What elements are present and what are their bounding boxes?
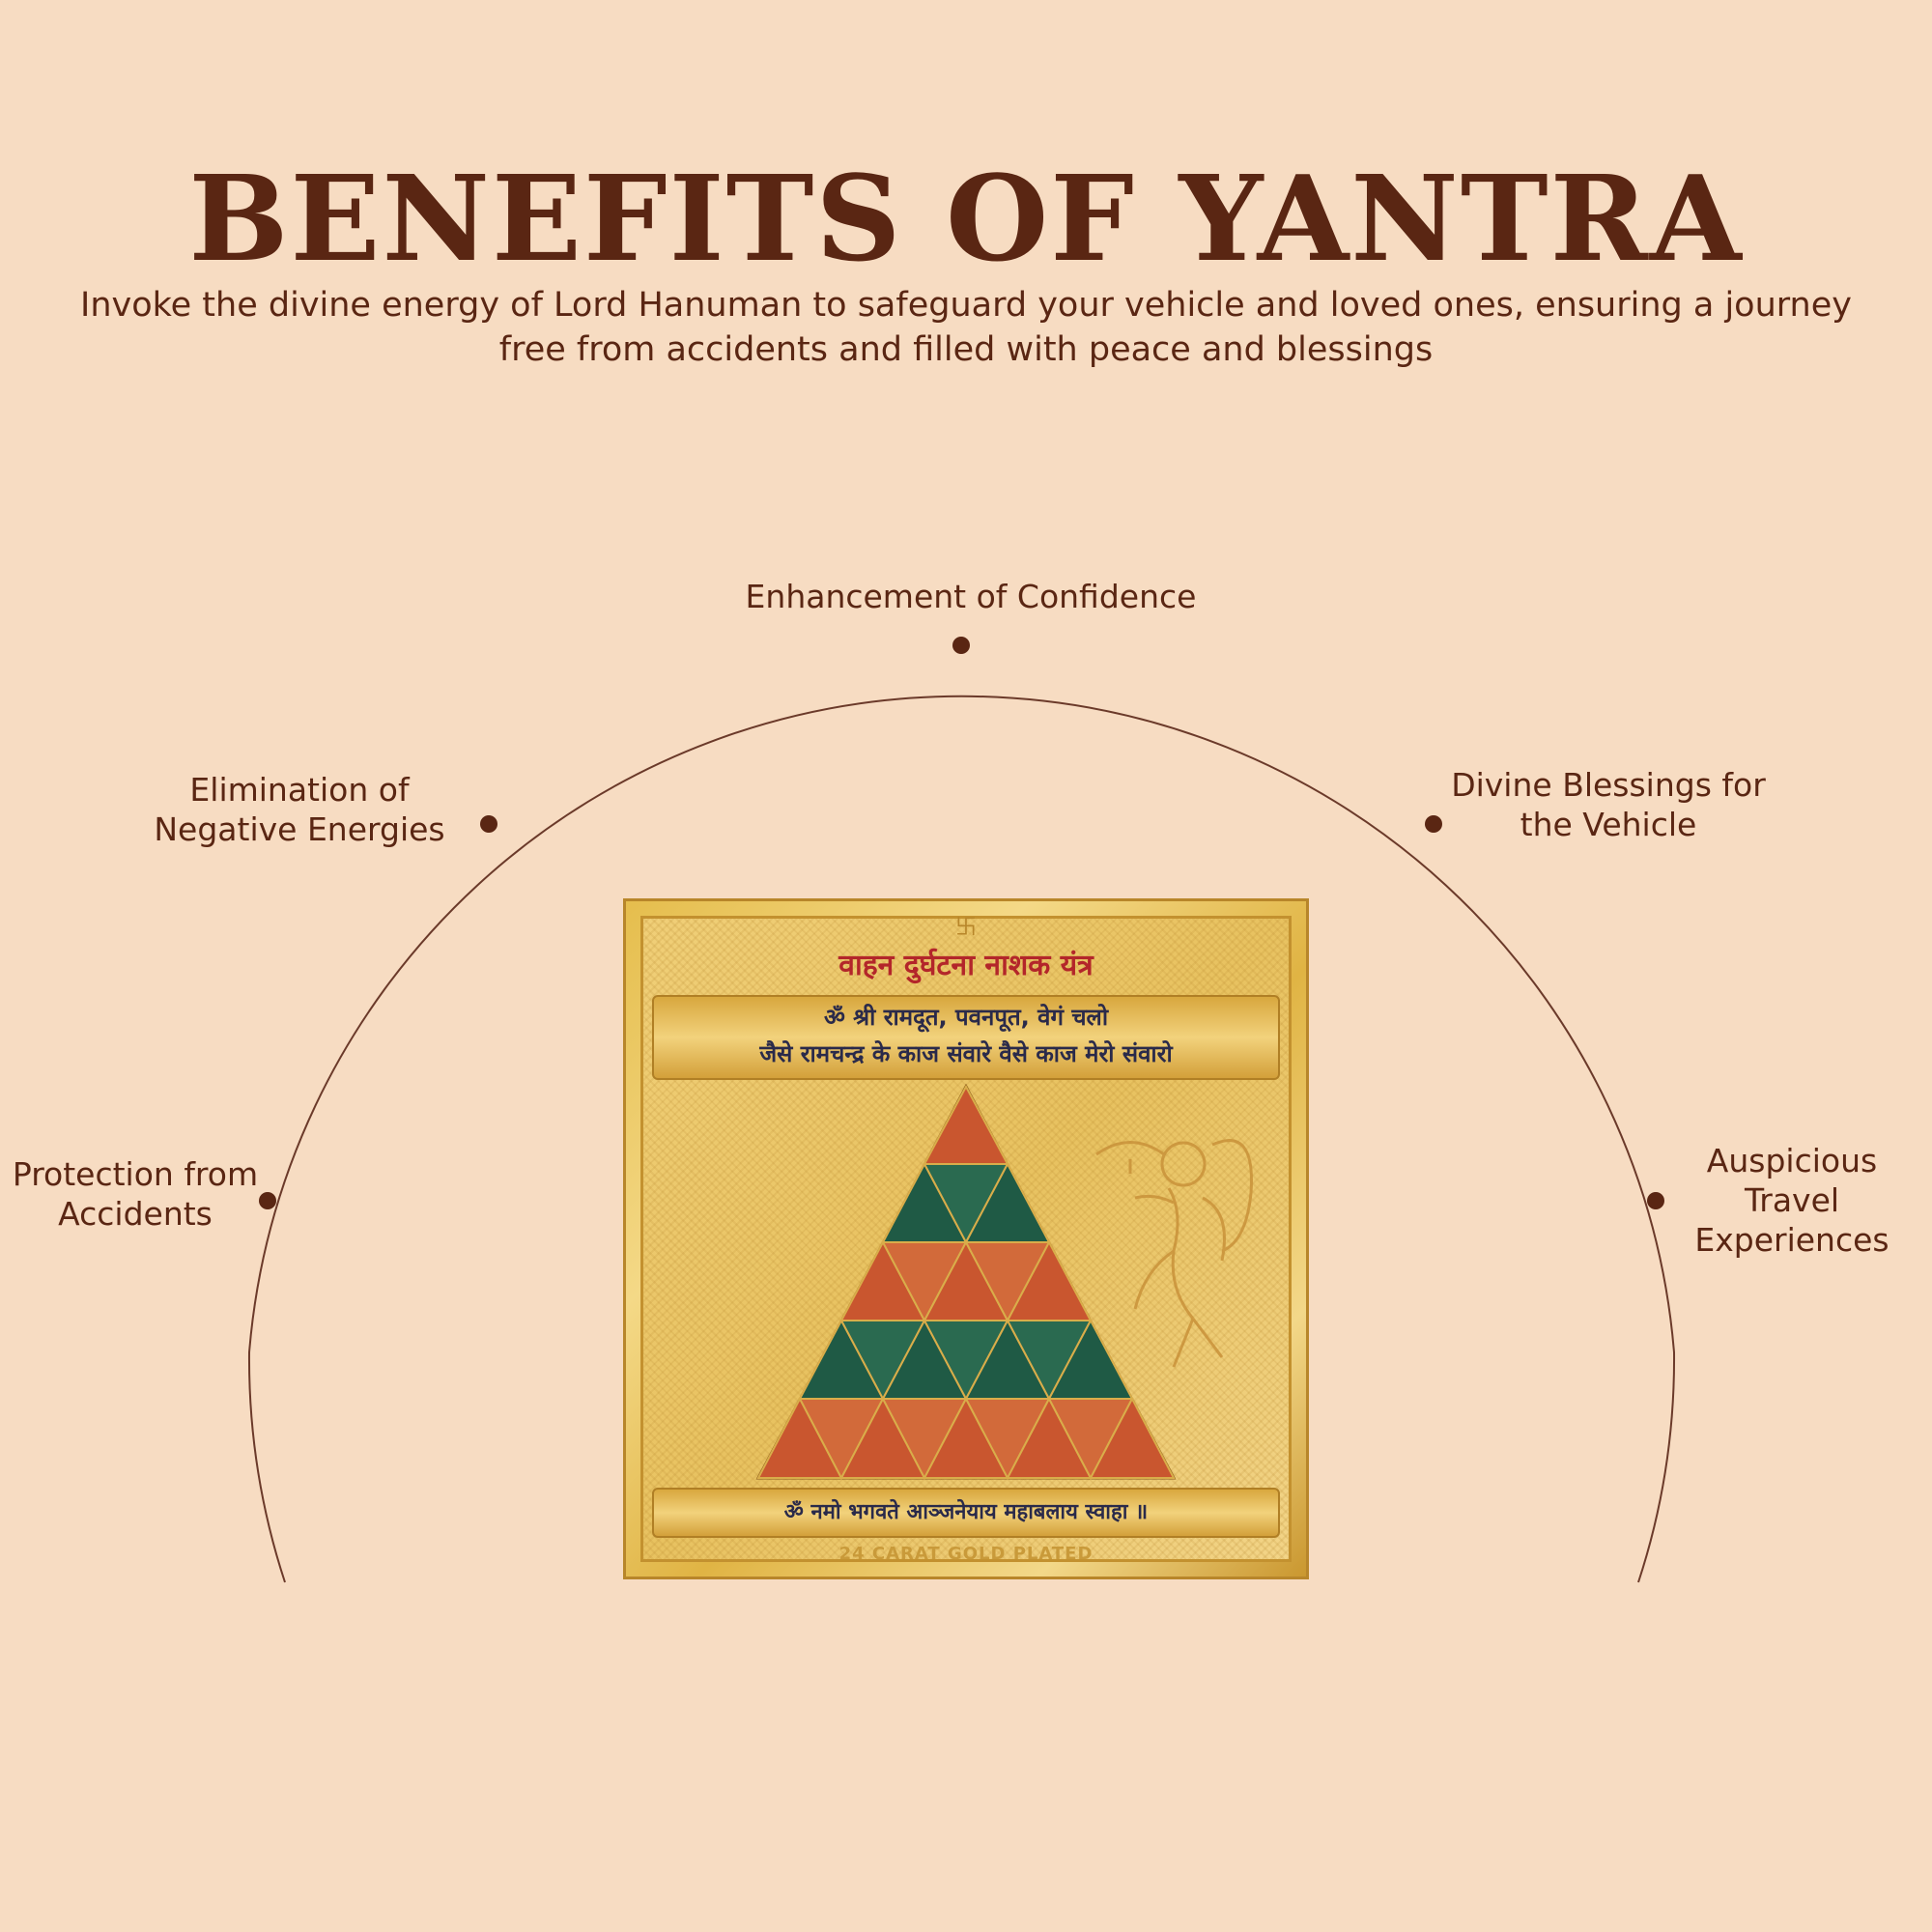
benefit-auspicious-travel: Auspicious Travel Experiences: [1694, 1142, 1889, 1259]
arc-dot-right2: [1647, 1192, 1664, 1209]
yantra-mantra-top: ॐ श्री रामदूत, पवनपूत, वेगं चलो जैसे राम…: [652, 995, 1280, 1080]
swastika-icon: 卐: [954, 915, 977, 939]
benefit-accident-protection: Protection from Accidents: [12, 1155, 259, 1233]
benefit-confidence: Enhancement of Confidence: [745, 578, 1197, 615]
arc-line: [247, 695, 1676, 1583]
hanuman-figure-icon: [1095, 1139, 1253, 1368]
yantra-image: 卐 वाहन दुर्घटना नाशक यंत्र ॐ श्री रामदूत…: [623, 898, 1309, 1579]
yantra-mantra-bottom: ॐ नमो भगवते आञ्जनेयाय महाबलाय स्वाहा ॥: [652, 1488, 1280, 1538]
page-subtitle: Invoke the divine energy of Lord Hanuman…: [80, 286, 1852, 369]
arc-dot-right1: [1425, 815, 1442, 833]
benefit-negative-energies: Elimination of Negative Energies: [154, 771, 445, 848]
arc-dot-top: [952, 637, 970, 654]
yantra-footer: 24 CARAT GOLD PLATED: [838, 1544, 1094, 1564]
benefit-divine-blessings: Divine Blessings for the Vehicle: [1451, 766, 1766, 843]
yantra-heading: वाहन दुर्घटना नाशक यंत्र: [838, 949, 1094, 982]
arc-dot-left2: [259, 1192, 276, 1209]
arc-dot-left1: [480, 815, 497, 833]
page-title: BENEFITS OF YANTRA: [188, 149, 1744, 288]
yantra-pyramid: [755, 1083, 1177, 1481]
